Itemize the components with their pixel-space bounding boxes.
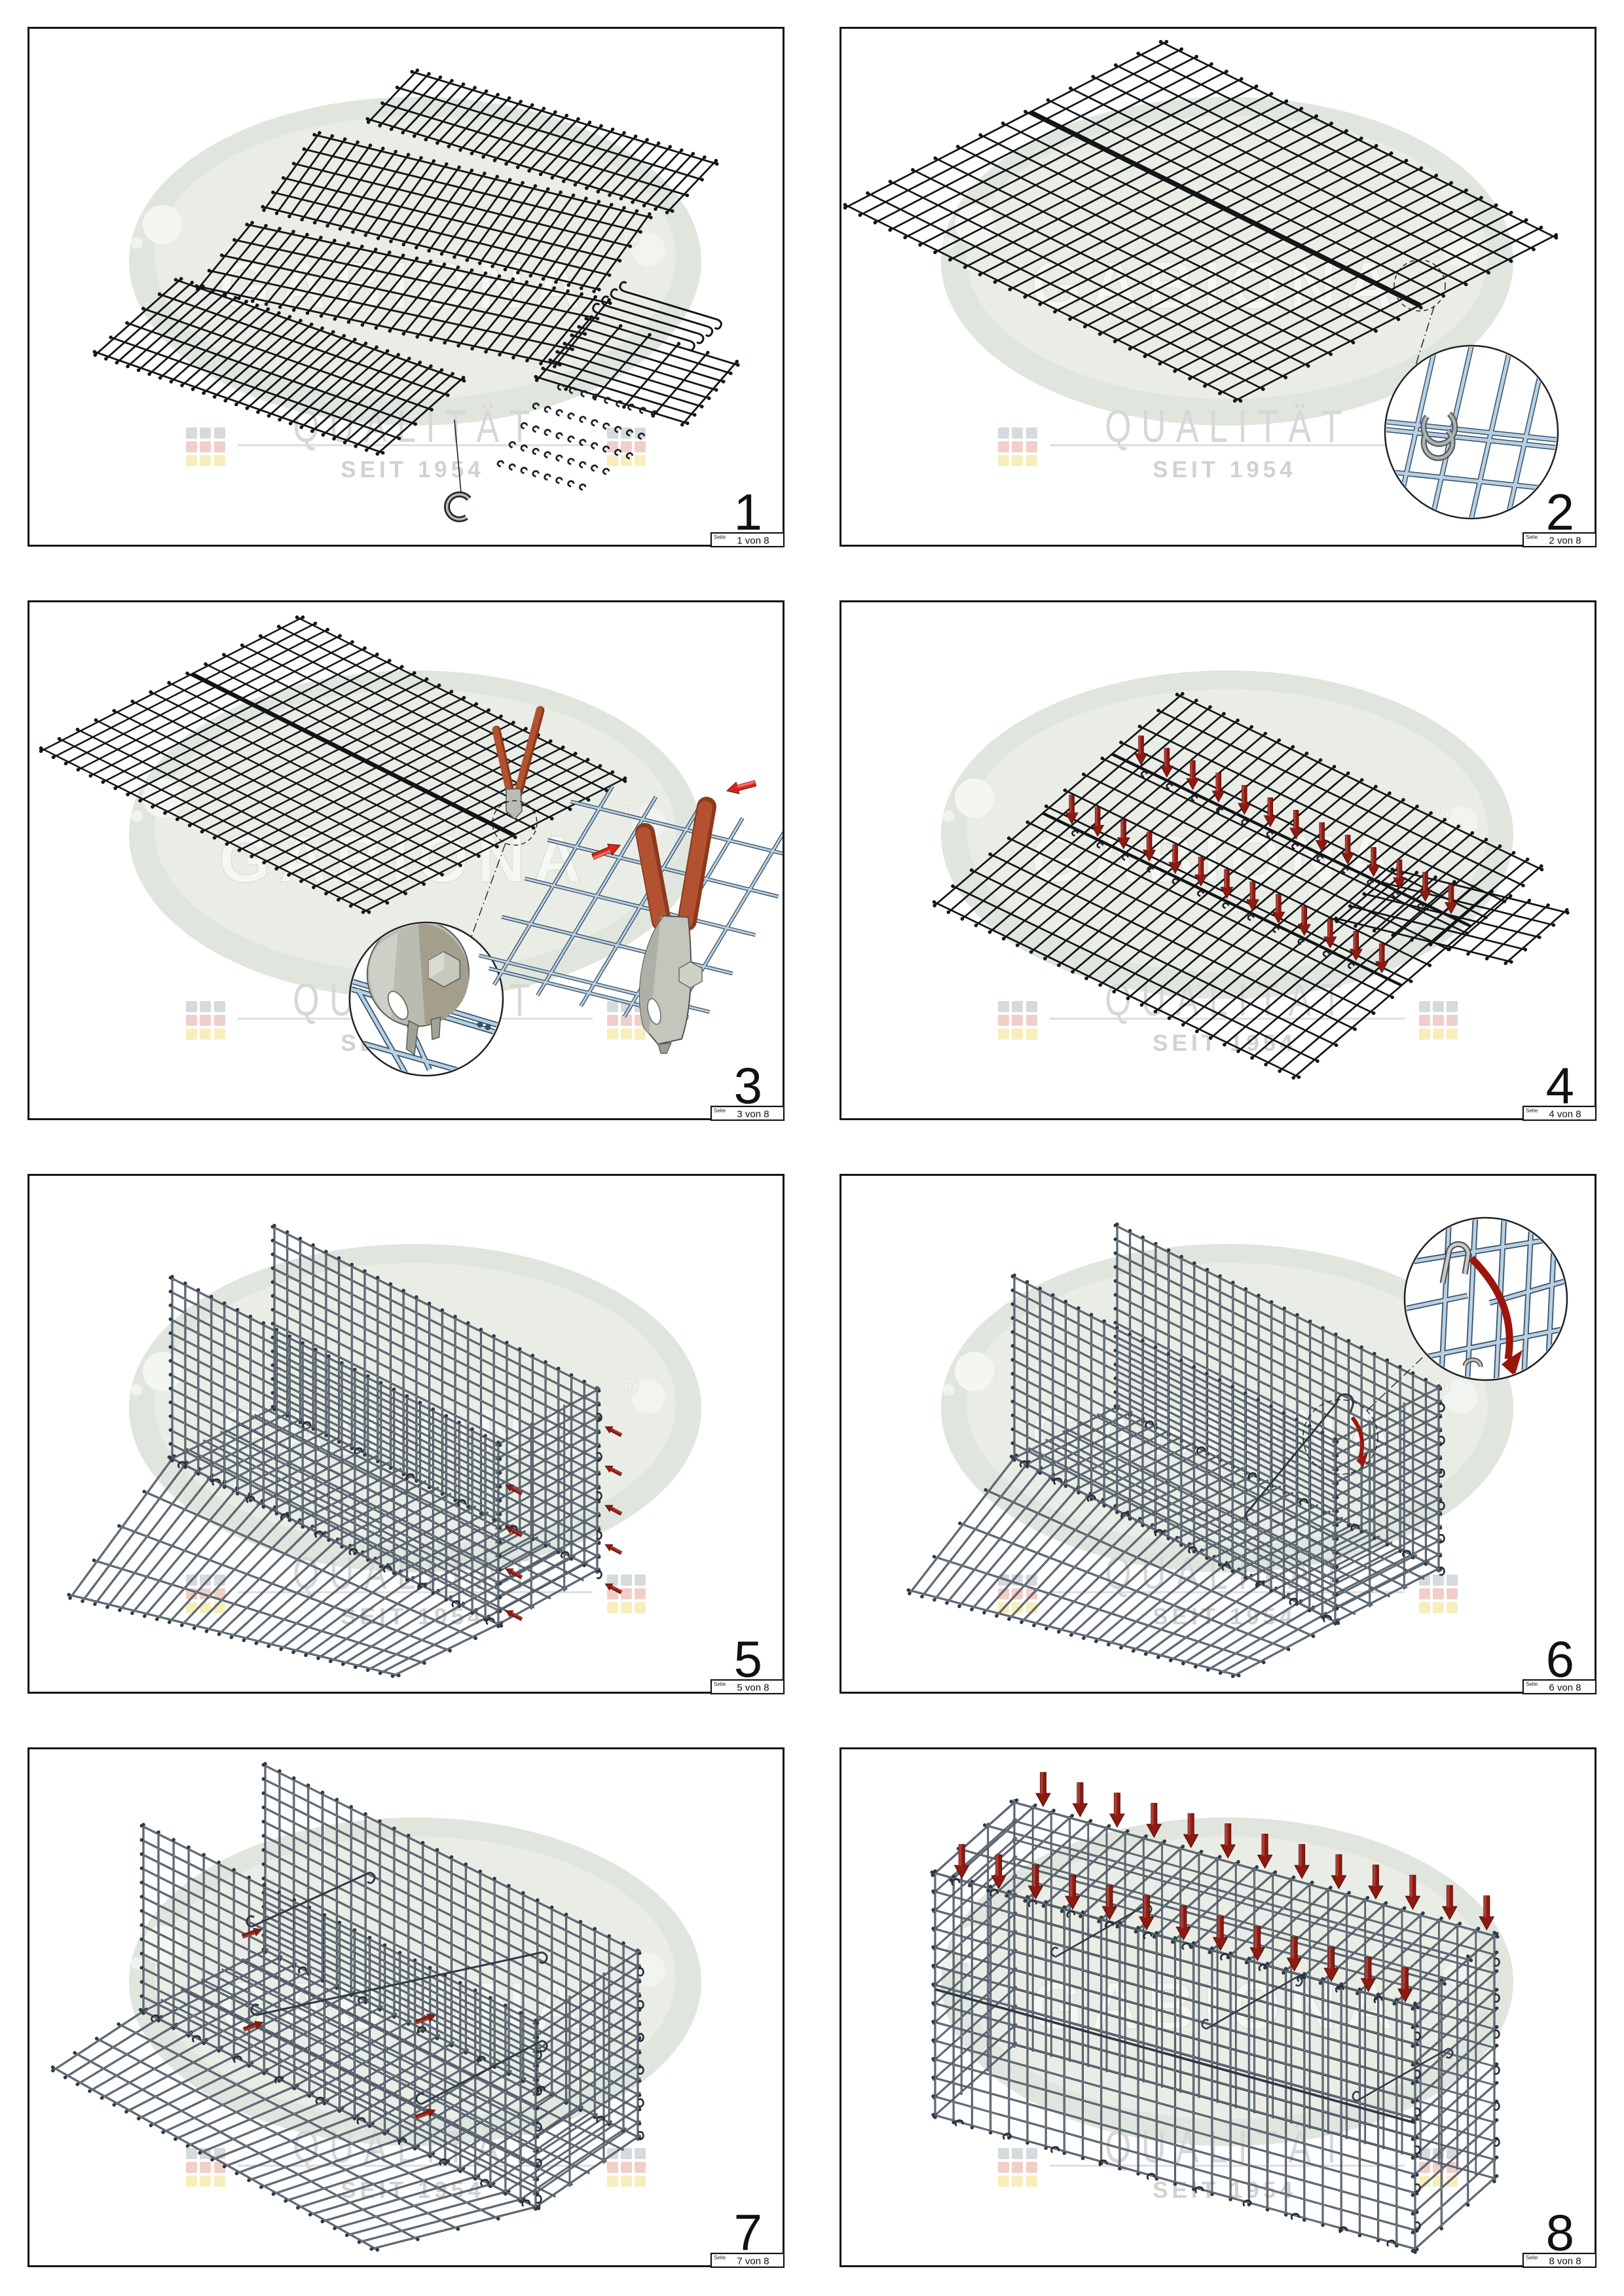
svg-text:5 von 8: 5 von 8 [737, 1683, 769, 1694]
svg-text:8: 8 [1546, 2204, 1574, 2261]
svg-text:2: 2 [1546, 483, 1574, 541]
svg-text:Seite: Seite [1526, 1681, 1538, 1687]
svg-text:5: 5 [734, 1630, 762, 1688]
svg-text:1 von 8: 1 von 8 [737, 536, 769, 547]
svg-text:Seite: Seite [714, 1108, 726, 1114]
svg-text:4: 4 [1546, 1057, 1574, 1114]
svg-text:3 von 8: 3 von 8 [737, 1109, 769, 1120]
svg-text:Seite: Seite [1526, 1108, 1538, 1114]
svg-text:6 von 8: 6 von 8 [1549, 1683, 1581, 1694]
svg-text:3: 3 [734, 1057, 762, 1114]
svg-text:Seite: Seite [714, 1681, 726, 1687]
svg-text:7 von 8: 7 von 8 [737, 2256, 769, 2267]
svg-text:Seite: Seite [1526, 2255, 1538, 2261]
svg-text:7: 7 [734, 2204, 762, 2261]
svg-text:8 von 8: 8 von 8 [1549, 2256, 1581, 2267]
svg-text:Seite: Seite [714, 2255, 726, 2261]
svg-text:1: 1 [734, 483, 762, 541]
svg-text:4 von 8: 4 von 8 [1549, 1109, 1581, 1120]
svg-text:2 von 8: 2 von 8 [1549, 536, 1581, 547]
svg-text:Seite: Seite [1526, 534, 1538, 540]
svg-text:6: 6 [1546, 1630, 1574, 1688]
svg-text:Seite: Seite [714, 534, 726, 540]
